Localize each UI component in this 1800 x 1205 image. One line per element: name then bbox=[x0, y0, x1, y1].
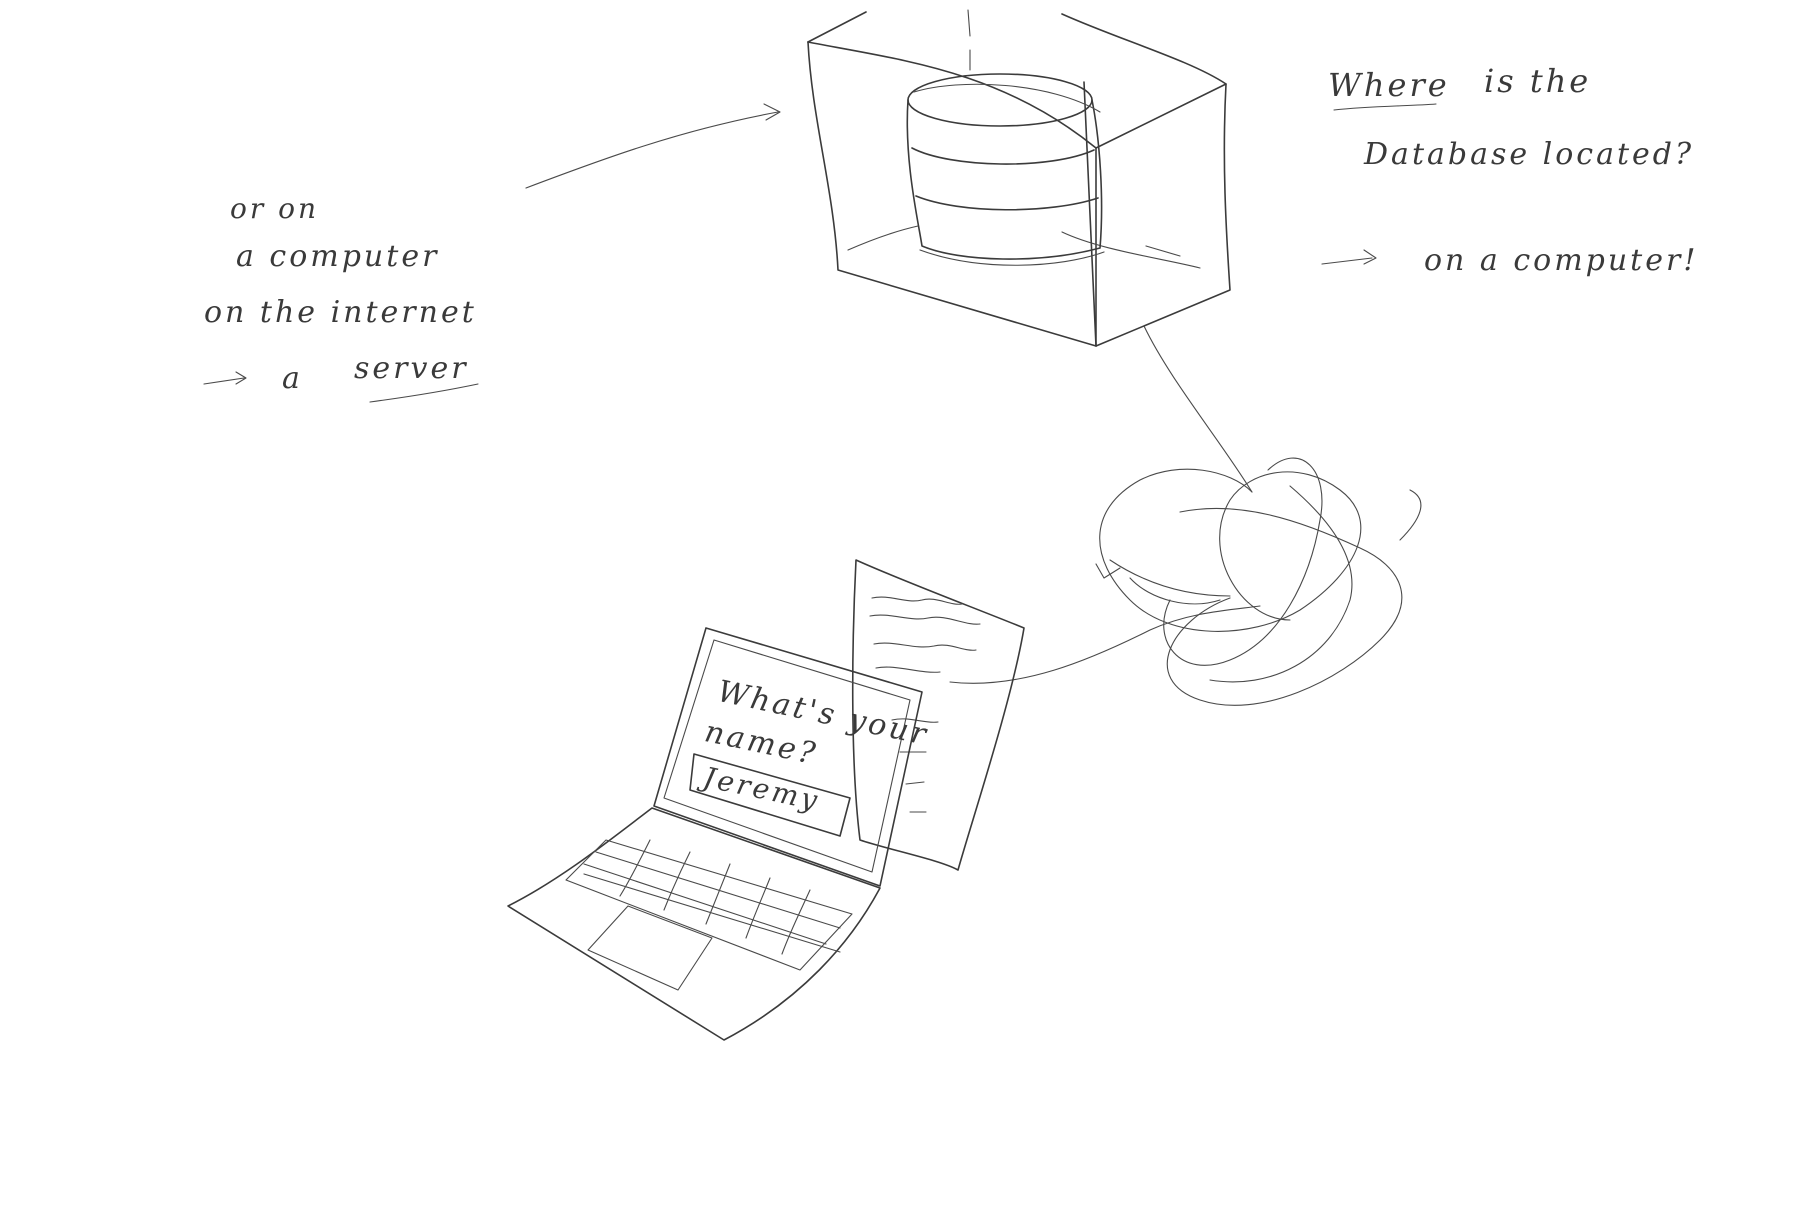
arrowhead-icon bbox=[763, 103, 781, 121]
database-cylinder-icon bbox=[906, 73, 1105, 266]
question-where: Where bbox=[1328, 66, 1450, 104]
underline bbox=[1333, 103, 1437, 111]
internet-cloud-scribble bbox=[949, 325, 1422, 706]
name-input-box bbox=[689, 753, 851, 837]
note-on-the-internet: on the internet bbox=[204, 295, 477, 330]
laptop-icon bbox=[507, 627, 923, 1041]
server-box bbox=[807, 9, 1231, 347]
left-annotation: or on a computer on the internet a serve… bbox=[203, 103, 781, 403]
note-a-computer: a computer bbox=[236, 239, 439, 274]
arrow-icon bbox=[1321, 249, 1377, 265]
underline bbox=[369, 383, 479, 403]
answer-on-a-computer: on a computer! bbox=[1424, 243, 1698, 278]
arrow-to-server bbox=[525, 111, 779, 189]
note-a: a bbox=[282, 361, 303, 396]
note-server: server bbox=[354, 351, 469, 386]
arrow-icon bbox=[203, 371, 247, 385]
note-or-on: or on bbox=[230, 192, 319, 225]
question-database-located: Database located? bbox=[1363, 137, 1694, 172]
question-is-the: is the bbox=[1484, 62, 1591, 100]
question-annotation: Where is the Database located? on a comp… bbox=[1321, 62, 1698, 278]
